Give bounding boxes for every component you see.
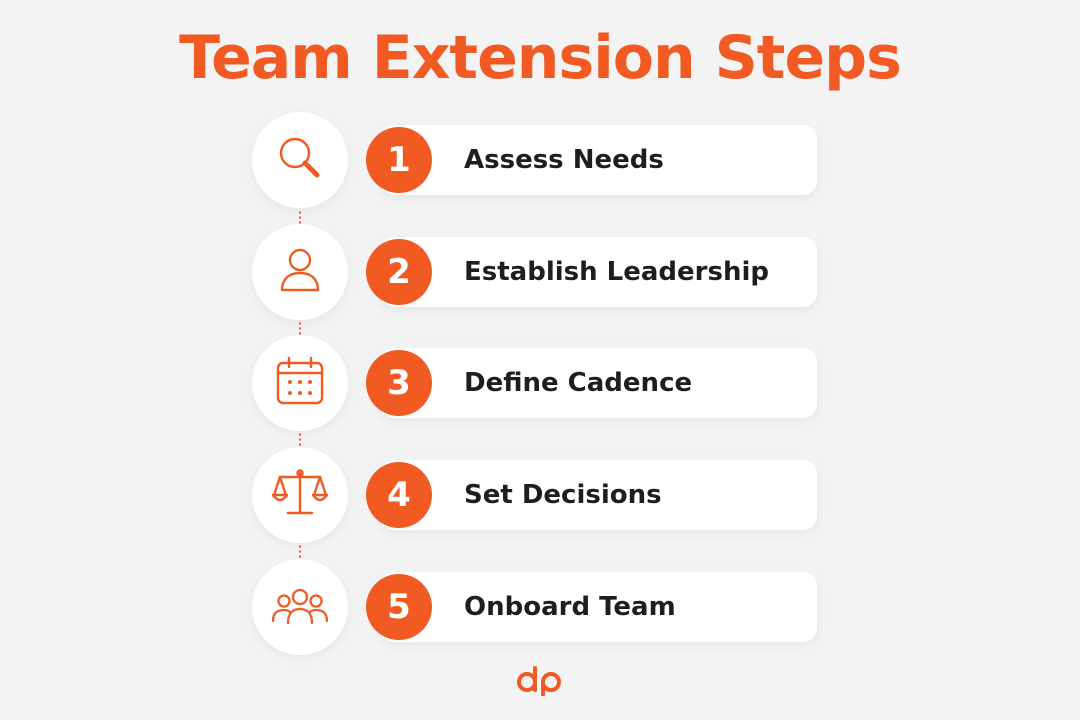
step-card	[380, 125, 817, 195]
step-icon-badge	[252, 224, 348, 320]
step-number-badge: 1	[366, 127, 432, 193]
step-icon-badge	[252, 447, 348, 543]
step-number-badge: 3	[366, 350, 432, 416]
step-item: 2 Establish Leadership	[0, 224, 1080, 320]
magnifying-glass-icon	[270, 128, 330, 192]
brand-logo	[515, 664, 565, 697]
page-title: Team Extension Steps	[179, 23, 902, 93]
step-card	[380, 572, 817, 642]
step-icon-badge	[252, 559, 348, 655]
step-icon-badge	[252, 335, 348, 431]
step-label: Establish Leadership	[464, 257, 770, 287]
step-item: 4 Set Decisions	[0, 447, 1080, 543]
step-card	[380, 237, 817, 307]
step-number-badge: 4	[366, 462, 432, 528]
step-label: Define Cadence	[464, 368, 693, 398]
step-number-badge: 2	[366, 239, 432, 305]
dotted-connector	[299, 544, 301, 566]
dotted-connector	[299, 432, 301, 454]
step-item: 3 Define Cadence	[0, 335, 1080, 431]
balance-scale-icon	[270, 463, 330, 527]
calendar-icon	[270, 351, 330, 415]
step-card	[380, 460, 817, 530]
step-number-badge: 5	[366, 574, 432, 640]
step-label: Assess Needs	[464, 145, 664, 175]
step-label: Set Decisions	[464, 480, 662, 510]
step-icon-badge	[252, 112, 348, 208]
person-icon	[270, 240, 330, 304]
team-group-icon	[270, 575, 330, 639]
step-label: Onboard Team	[464, 592, 676, 622]
step-item: 5 Onboard Team	[0, 559, 1080, 655]
step-item: 1 Assess Needs	[0, 112, 1080, 208]
step-card	[380, 348, 817, 418]
dotted-connector	[299, 321, 301, 343]
dotted-connector	[299, 210, 301, 232]
